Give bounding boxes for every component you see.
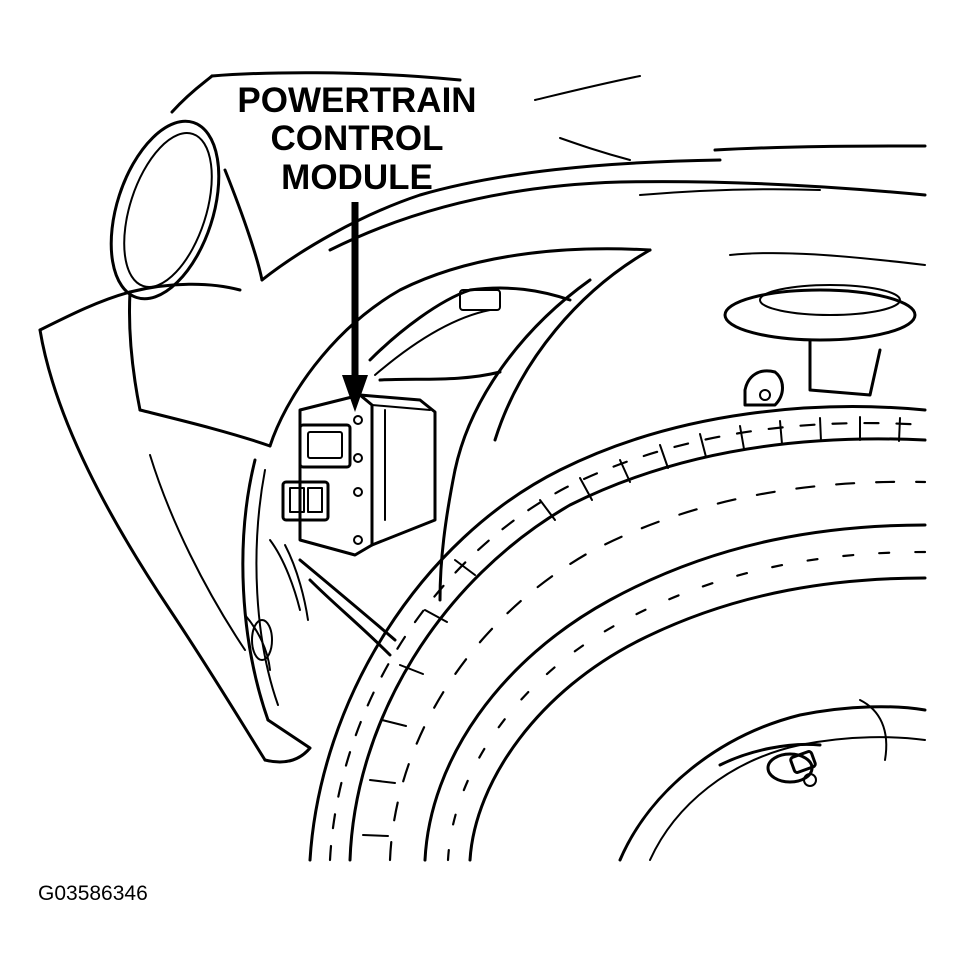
front-fascia	[38, 282, 312, 764]
powertrain-control-module	[281, 393, 437, 557]
wiring-harness	[269, 286, 572, 657]
strut-bracket	[723, 252, 926, 407]
callout-label-line-1: POWERTRAIN	[237, 81, 476, 120]
wheel-well	[241, 247, 652, 722]
callout-arrow	[342, 202, 368, 412]
figure-id: G03586346	[38, 882, 148, 905]
callout-label-line-3: MODULE	[281, 158, 433, 197]
callout-label-line-2: CONTROL	[270, 119, 443, 158]
headlamp	[109, 119, 221, 301]
front-tire	[308, 405, 927, 862]
wheel-rim	[618, 699, 927, 862]
valve-stem	[766, 750, 817, 787]
vehicle-body-outline	[170, 71, 927, 282]
